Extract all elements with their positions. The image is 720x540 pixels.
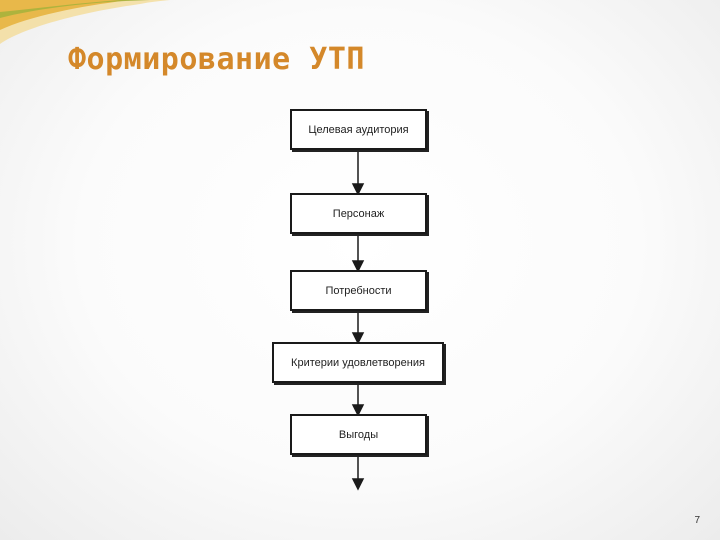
step-satisfaction-criteria: Критерии удовлетворения bbox=[272, 342, 444, 383]
arrow-3 bbox=[351, 311, 365, 345]
step-persona: Персонаж bbox=[290, 193, 427, 234]
corner-swoosh-decoration bbox=[0, 0, 170, 44]
arrow-5 bbox=[351, 455, 365, 491]
step-label: Персонаж bbox=[332, 207, 385, 220]
arrow-2 bbox=[351, 234, 365, 273]
step-label: Выгоды bbox=[338, 428, 379, 441]
step-needs: Потребности bbox=[290, 270, 427, 311]
step-benefits: Выгоды bbox=[290, 414, 427, 455]
page-number: 7 bbox=[694, 515, 700, 526]
step-label: Целевая аудитория bbox=[308, 123, 409, 136]
slide-title: Формирование УТП bbox=[68, 42, 365, 77]
step-label: Потребности bbox=[325, 284, 392, 297]
arrow-1 bbox=[351, 150, 365, 196]
step-label: Критерии удовлетворения bbox=[291, 356, 425, 369]
arrow-4 bbox=[351, 383, 365, 417]
step-target-audience: Целевая аудитория bbox=[290, 109, 427, 150]
